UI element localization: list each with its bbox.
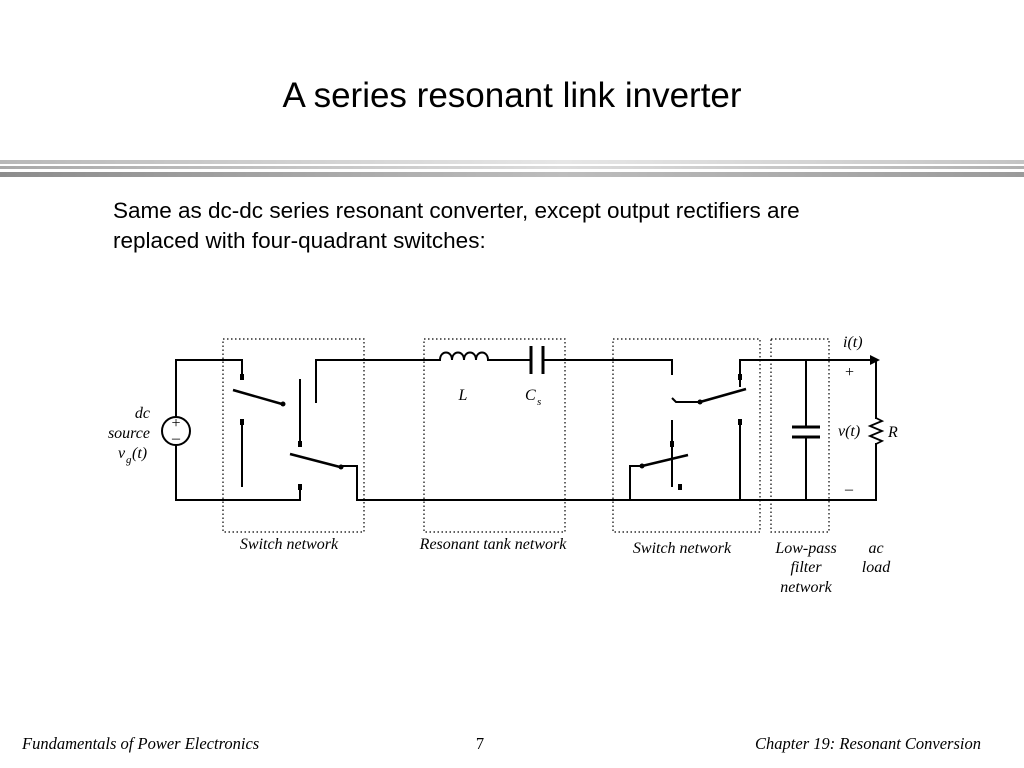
body-line-1: Same as dc-dc series resonant converter,…	[113, 198, 800, 223]
source-label-source: source	[108, 425, 150, 442]
switch-network-2-box	[612, 338, 761, 533]
resistor-label: R	[887, 424, 898, 441]
switch-2-node	[338, 464, 344, 470]
switch-2-blade	[289, 452, 341, 469]
switch-4-blade	[641, 453, 689, 468]
switch-4-contact	[678, 484, 682, 490]
tank-right-wire	[543, 359, 673, 375]
capacitor-label: C	[525, 387, 536, 404]
dc-source-plus: +	[171, 415, 180, 432]
switch-2-pole	[298, 441, 302, 447]
dc-source-minus: –	[171, 430, 181, 447]
header-rule-mid	[0, 166, 1024, 169]
switch-network-2-label: Switch network	[633, 540, 732, 557]
switch-4-pole	[670, 441, 674, 447]
switch-network-1-out-top	[315, 359, 431, 403]
switch-3-node	[697, 399, 703, 405]
switch-network-1-label: Switch network	[240, 536, 339, 553]
acload-label-1: ac	[868, 540, 883, 557]
switch-1-contact	[240, 419, 244, 425]
lowpass-label-1: Low-pass	[774, 540, 836, 557]
switch-3-blade	[699, 387, 747, 404]
lowpass-filter-box	[770, 338, 830, 533]
load-minus-label: –	[844, 481, 854, 498]
body-line-2: replaced with four-quadrant switches:	[113, 228, 486, 253]
acload-label-2: load	[862, 559, 891, 576]
switch-1-blade	[232, 388, 283, 406]
source-bottom-wire	[175, 443, 301, 501]
switch-4-link	[629, 465, 642, 500]
footer-chapter: Chapter 19: Resonant Conversion	[755, 734, 981, 753]
switch-2-contact	[298, 484, 302, 490]
source-label-dc: dc	[135, 405, 150, 422]
source-label-sub: g	[126, 454, 132, 466]
current-label: i(t)	[843, 334, 863, 351]
load-resistor	[867, 417, 885, 445]
lowpass-label-2: filter	[790, 559, 822, 576]
switch-network-1-box	[222, 338, 365, 533]
capacitor-sub: s	[537, 396, 541, 408]
inductor-label: L	[458, 387, 468, 404]
header-rule-dark	[0, 172, 1024, 177]
footer-page-number: 7	[475, 734, 485, 753]
voltage-label: v(t)	[838, 423, 860, 440]
load-plus-label: +	[845, 364, 854, 381]
switch-1-node	[280, 401, 286, 407]
switch-3-contact	[738, 419, 742, 425]
footer-book-title: Fundamentals of Power Electronics	[22, 734, 260, 753]
current-arrow-icon	[870, 355, 880, 365]
switch-3-link	[671, 397, 700, 403]
source-top-wire	[175, 359, 243, 420]
switch-3-pole	[738, 374, 742, 380]
resonant-tank-box	[423, 338, 566, 533]
resonant-tank-label: Resonant tank network	[419, 536, 568, 553]
switch-4-node	[639, 463, 645, 469]
header-rule-light	[0, 160, 1024, 164]
slide-title: A series resonant link inverter	[282, 76, 742, 115]
source-label-arg: (t)	[132, 445, 147, 462]
lowpass-label-3: network	[780, 579, 832, 596]
inductor-symbol	[430, 351, 494, 361]
body-text: Same as dc-dc series resonant converter,…	[113, 196, 933, 256]
dc-source-icon	[161, 416, 191, 446]
switch-1-pole	[240, 374, 244, 380]
switch-network-1-out-bottom	[341, 465, 746, 501]
source-label-v: v	[118, 445, 126, 462]
